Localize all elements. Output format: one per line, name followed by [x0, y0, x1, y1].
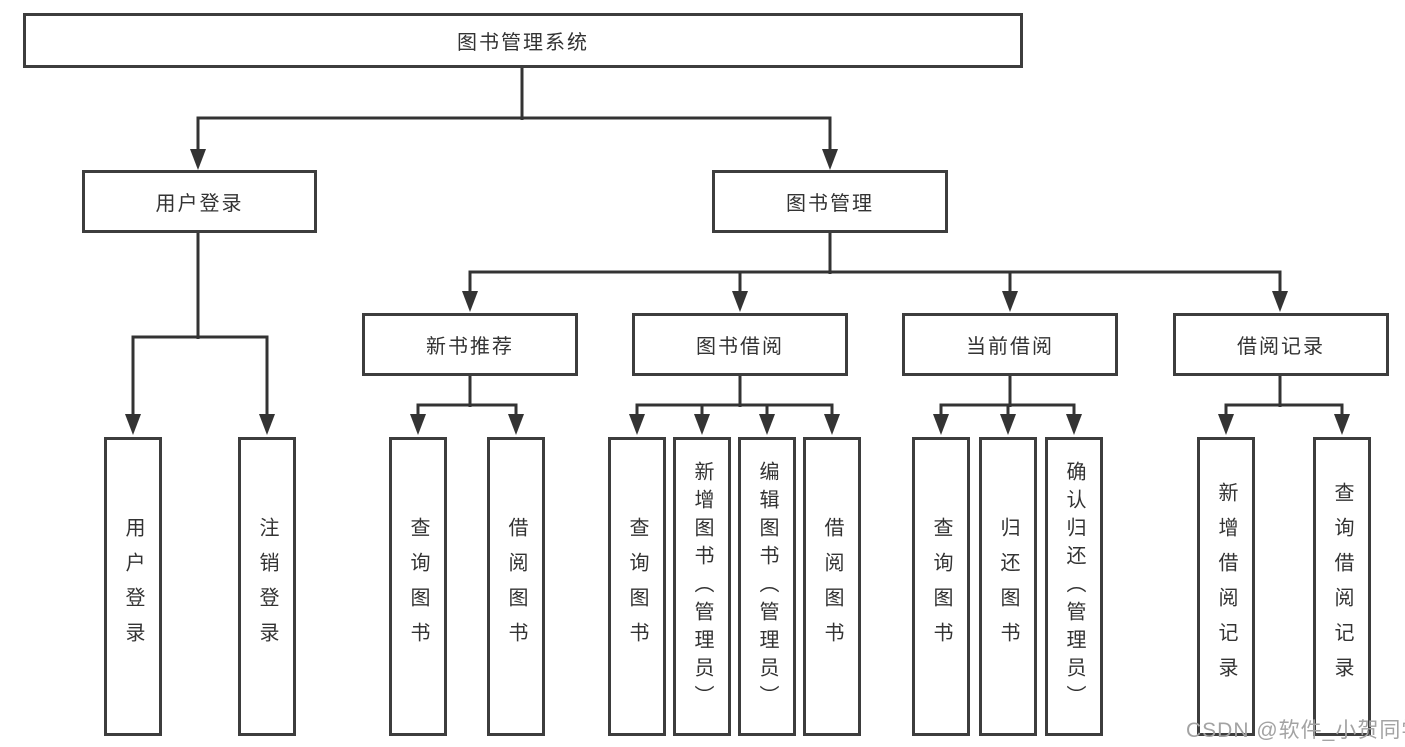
- arrowhead-down-icon: [410, 414, 426, 435]
- leaf-return-book: 归还图书: [979, 437, 1037, 736]
- arrowhead-down-icon: [125, 414, 141, 435]
- leaf-label: 确认归还（管理员）: [1063, 460, 1085, 713]
- arrowhead-down-icon: [732, 291, 748, 312]
- node-book-management: 图书管理: [712, 170, 948, 233]
- arrowhead-down-icon: [1218, 414, 1234, 435]
- arrowhead-down-icon: [759, 414, 775, 435]
- leaf-label: 新增借阅记录: [1215, 481, 1237, 692]
- leaf-query-books-current: 查询图书: [912, 437, 970, 736]
- leaf-query-books-recommend: 查询图书: [389, 437, 447, 736]
- arrowhead-down-icon: [1272, 291, 1288, 312]
- arrowhead-down-icon: [1334, 414, 1350, 435]
- leaf-user-login: 用户登录: [104, 437, 162, 736]
- watermark: CSDN @软件_小贺同学: [1186, 719, 1405, 742]
- node-book-borrow: 图书借阅: [632, 313, 848, 376]
- arrowhead-down-icon: [822, 149, 838, 170]
- leaf-label: 注销登录: [256, 516, 278, 657]
- leaf-add-book-admin: 新增图书（管理员）: [673, 437, 731, 736]
- arrowhead-down-icon: [824, 414, 840, 435]
- node-user-login: 用户登录: [82, 170, 317, 233]
- arrowhead-down-icon: [1066, 414, 1082, 435]
- leaf-logout: 注销登录: [238, 437, 296, 736]
- leaf-label: 借阅图书: [821, 516, 843, 657]
- leaf-label: 查询借阅记录: [1331, 481, 1353, 692]
- leaf-add-borrow-record: 新增借阅记录: [1197, 437, 1255, 736]
- arrowhead-down-icon: [462, 291, 478, 312]
- node-new-book-recommend: 新书推荐: [362, 313, 578, 376]
- arrowhead-down-icon: [694, 414, 710, 435]
- leaf-label: 查询图书: [930, 516, 952, 657]
- leaf-confirm-return-admin: 确认归还（管理员）: [1045, 437, 1103, 736]
- leaf-label: 新增图书（管理员）: [691, 460, 713, 713]
- leaf-label: 用户登录: [122, 516, 144, 657]
- arrowhead-down-icon: [933, 414, 949, 435]
- arrowhead-down-icon: [1000, 414, 1016, 435]
- node-current-borrow: 当前借阅: [902, 313, 1118, 376]
- arrowhead-down-icon: [629, 414, 645, 435]
- node-root: 图书管理系统: [23, 13, 1023, 68]
- leaf-label: 查询图书: [407, 516, 429, 657]
- arrowhead-down-icon: [259, 414, 275, 435]
- node-borrow-records: 借阅记录: [1173, 313, 1389, 376]
- leaf-borrow-books-recommend: 借阅图书: [487, 437, 545, 736]
- leaf-label: 查询图书: [626, 516, 648, 657]
- leaf-label: 编辑图书（管理员）: [756, 460, 778, 713]
- leaf-label: 归还图书: [997, 516, 1019, 657]
- leaf-label: 借阅图书: [505, 516, 527, 657]
- leaf-query-books-borrow: 查询图书: [608, 437, 666, 736]
- leaf-query-borrow-record: 查询借阅记录: [1313, 437, 1371, 736]
- leaf-edit-book-admin: 编辑图书（管理员）: [738, 437, 796, 736]
- arrowhead-down-icon: [1002, 291, 1018, 312]
- leaf-borrow-books: 借阅图书: [803, 437, 861, 736]
- arrowhead-down-icon: [190, 149, 206, 170]
- arrowhead-down-icon: [508, 414, 524, 435]
